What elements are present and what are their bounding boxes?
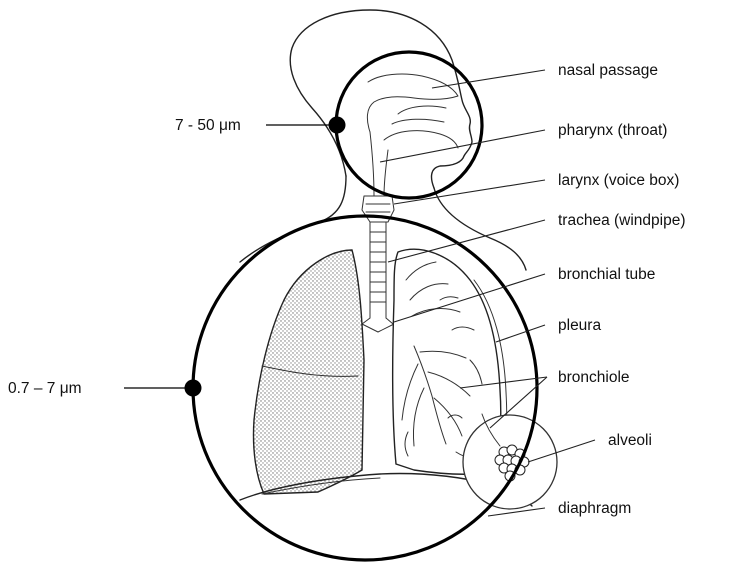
larynx-ridges	[366, 204, 390, 212]
label-pharynx: pharynx (throat)	[558, 122, 667, 139]
lower-size-label: 0.7 – 7 μm	[8, 380, 82, 397]
pharynx-leader	[380, 130, 545, 162]
pharynx-tube	[370, 132, 388, 196]
nasal-turbinates	[392, 106, 446, 124]
label-larynx: larynx (voice box)	[558, 172, 679, 189]
mouth-tongue	[384, 131, 458, 148]
trachea-rings	[370, 232, 386, 302]
label-alveoli: alveoli	[608, 432, 652, 449]
nasal-passage-leader	[432, 70, 545, 88]
larynx-leader	[394, 180, 545, 204]
label-nasal-passage: nasal passage	[558, 62, 658, 79]
label-bronchial-tube: bronchial tube	[558, 266, 655, 283]
lower-size-dot	[185, 380, 202, 397]
left-lung	[253, 250, 364, 494]
upper-size-dot	[329, 117, 346, 134]
label-pleura: pleura	[558, 317, 601, 334]
label-bronchiole: bronchiole	[558, 369, 630, 386]
trachea-tube	[370, 222, 386, 318]
label-diaphragm: diaphragm	[558, 500, 631, 517]
upper-size-label: 7 - 50 μm	[175, 117, 241, 134]
label-trachea: trachea (windpipe)	[558, 212, 686, 229]
nasal-passage-outline	[367, 74, 458, 132]
pleura-leader	[496, 325, 545, 342]
